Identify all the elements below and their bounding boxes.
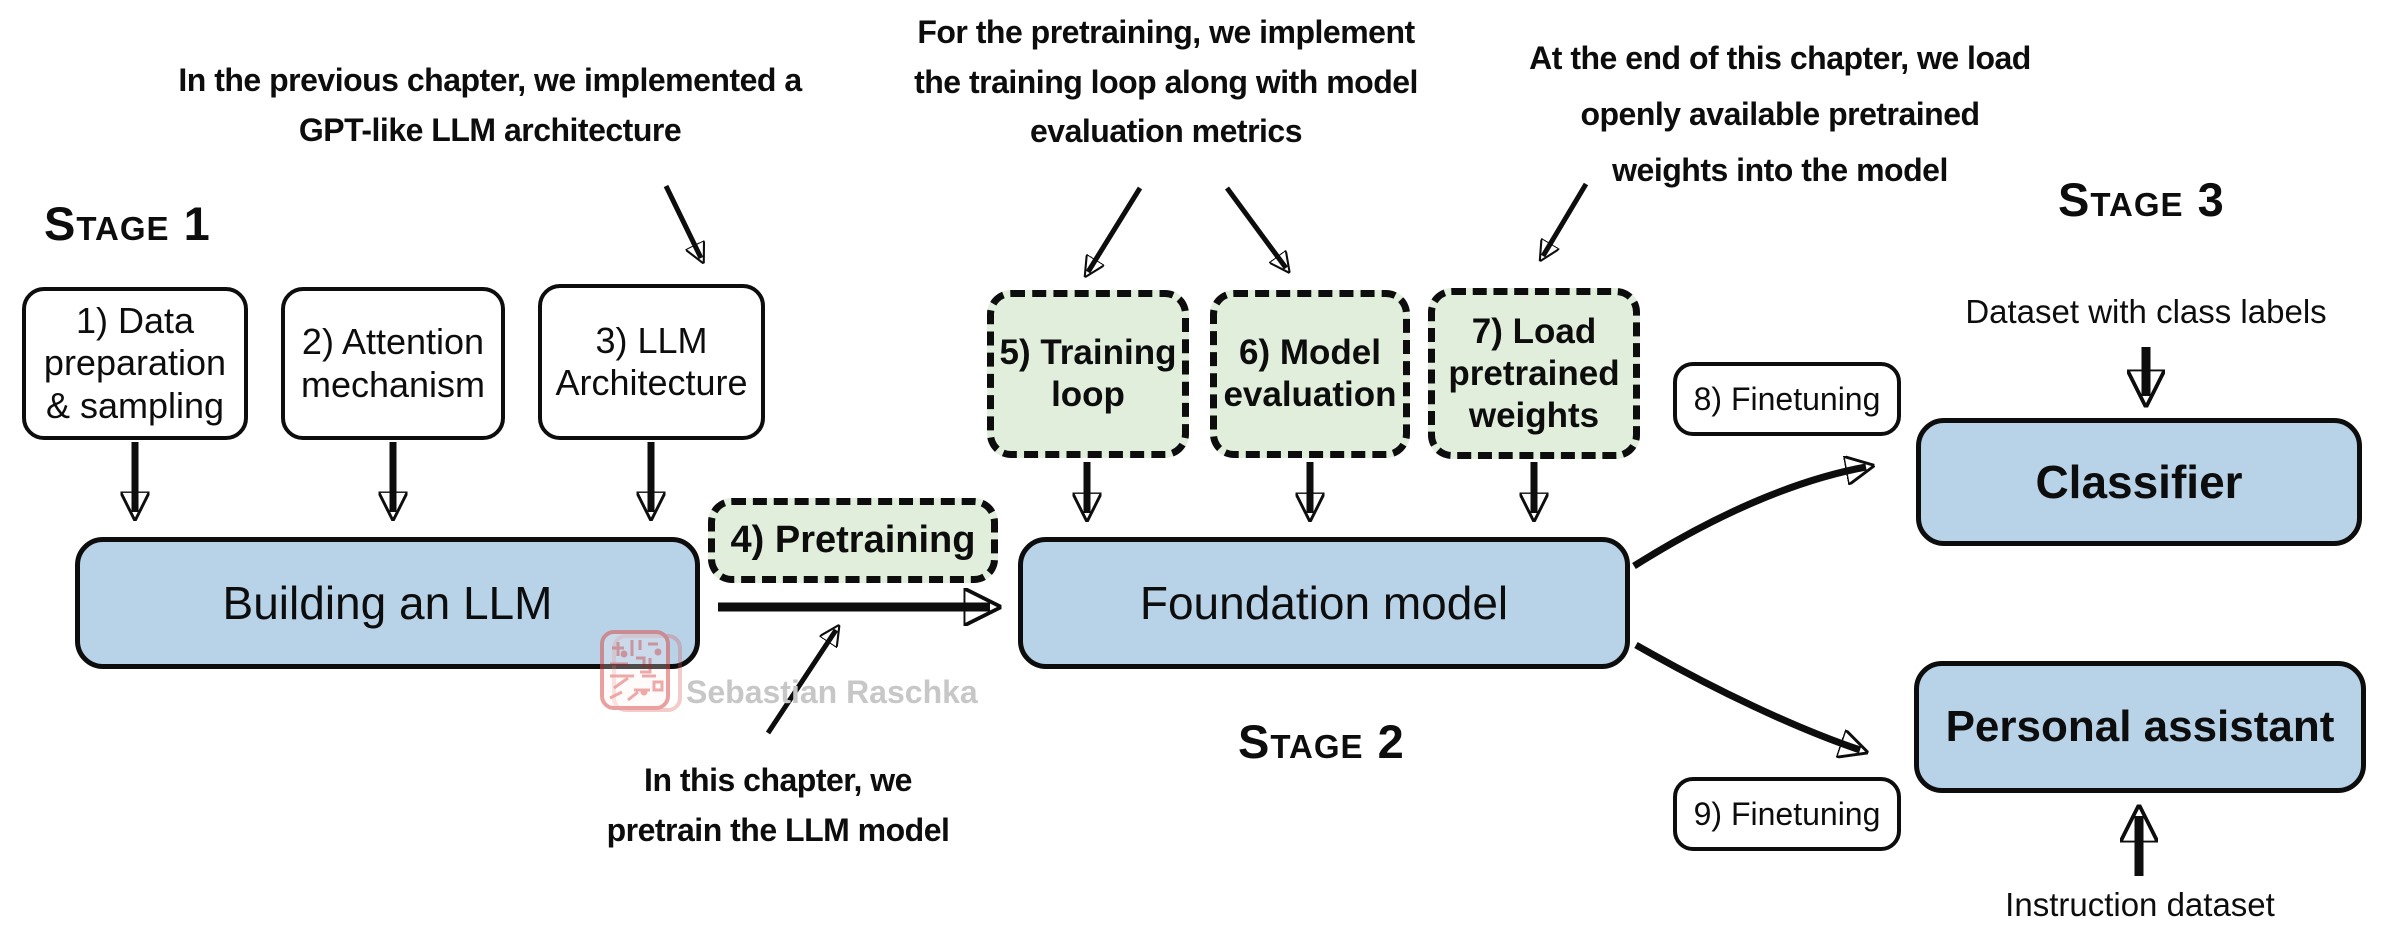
- note-previous-chapter: In the previous chapter, we implemented …: [178, 62, 802, 148]
- step5-box: 5) Training loop: [987, 290, 1189, 458]
- raschka-stamp-icon: [600, 630, 682, 712]
- watermark-author: Sebastian Raschka: [686, 674, 978, 710]
- arrow-note-to-step3: [663, 184, 701, 258]
- step4-box: 4) Pretraining: [708, 498, 998, 583]
- stage3-label: Stage 3: [2058, 173, 2225, 226]
- step6-box: 6) Model evaluation: [1210, 290, 1410, 458]
- step7-box: 7) Load pretrained weights: [1428, 288, 1640, 459]
- stage2-label: Stage 2: [1238, 715, 1405, 768]
- instruction-dataset-label: Instruction dataset: [2005, 886, 2275, 923]
- foundation-model-box: Foundation model: [1018, 537, 1630, 669]
- arrow-foundation-to-assistant: [1634, 641, 1860, 750]
- personal-assistant-box: Personal assistant: [1914, 661, 2366, 793]
- watermark: Sebastian Raschka: [598, 628, 1018, 723]
- arrow-note-to-step5: [1088, 186, 1143, 272]
- note-this-chapter: In this chapter, we pretrain the LLM mod…: [606, 762, 950, 848]
- arrow-foundation-to-classifier: [1632, 467, 1866, 569]
- step3-box: 3) LLM Architecture: [538, 284, 765, 440]
- step8-box: 8) Finetuning: [1673, 362, 1901, 436]
- step9-box: 9) Finetuning: [1673, 777, 1901, 851]
- arrow-note-to-step6: [1224, 186, 1286, 268]
- building-llm-box: Building an LLM: [75, 537, 700, 669]
- note-load-weights: At the end of this chapter, we load open…: [1529, 40, 2031, 188]
- classifier-box: Classifier: [1916, 418, 2362, 546]
- stage1-label: Stage 1: [44, 197, 211, 250]
- note-pretraining: For the pretraining, we implement the tr…: [914, 14, 1418, 150]
- class-dataset-label: Dataset with class labels: [1965, 293, 2327, 330]
- step1-box: 1) Data preparation & sampling: [22, 287, 248, 440]
- step2-box: 2) Attention mechanism: [281, 287, 505, 440]
